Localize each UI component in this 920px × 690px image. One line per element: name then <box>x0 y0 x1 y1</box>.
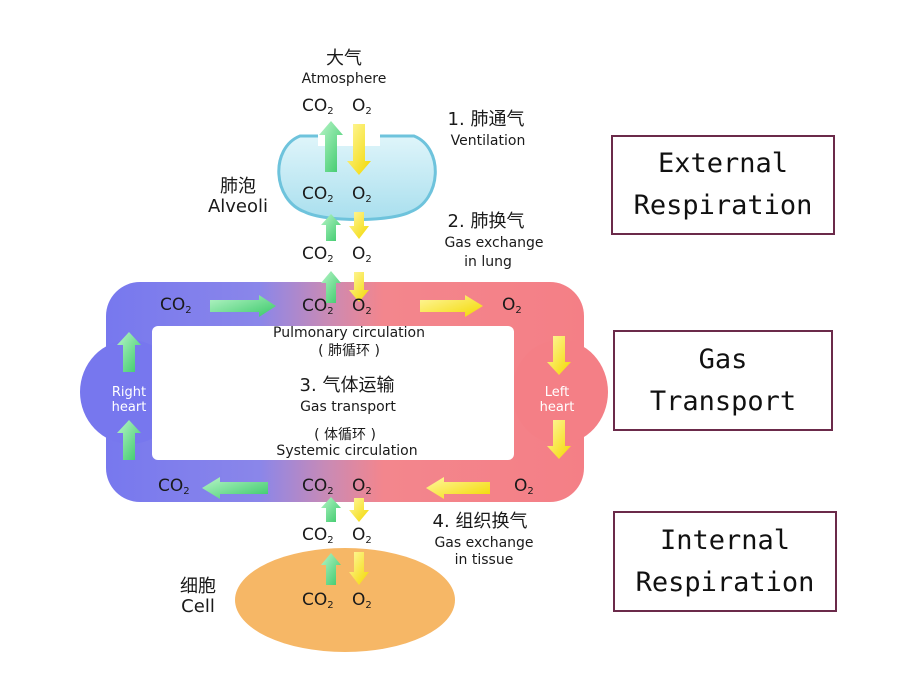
o2-label: O2 <box>352 296 372 317</box>
co2-arrow-up <box>319 121 343 172</box>
alveoli-label-zh: 肺泡 <box>220 176 256 197</box>
cell-label-zh: 细胞 <box>180 576 216 597</box>
co2-label: CO2 <box>302 476 334 497</box>
co2-label: CO2 <box>302 244 334 265</box>
cell-shape <box>235 548 455 652</box>
internal-respiration-box: Internal Respiration <box>613 511 837 612</box>
external-respiration-box: External Respiration <box>611 135 835 235</box>
systemic-circulation-zh: ( 体循环 ) <box>314 427 376 443</box>
alveoli-label-en: Alveoli <box>207 196 269 217</box>
co2-arrow-up <box>321 497 341 522</box>
co2-label: CO2 <box>302 525 334 546</box>
step-tissue-exchange-en2: in tissue <box>454 552 514 568</box>
co2-arrow-left <box>202 477 268 499</box>
right-heart-arrow-up <box>117 420 141 460</box>
co2-flow-arrows <box>202 295 276 499</box>
circulation-loop <box>80 282 608 502</box>
atmosphere-label-zh: 大气 <box>326 48 362 69</box>
o2-label: O2 <box>352 590 372 611</box>
step-lung-exchange-en2: in lung <box>464 254 512 270</box>
o2-label: O2 <box>352 525 372 546</box>
pulmonary-circulation-en: Pulmonary circulation <box>273 325 425 341</box>
gas-transport-box: Gas Transport <box>613 330 833 431</box>
o2-arrow-down <box>349 212 369 239</box>
co2-arrow-up <box>321 214 341 241</box>
step-tissue-exchange-en1: Gas exchange <box>434 535 534 551</box>
external-respiration-line1: External <box>657 148 789 179</box>
o2-arrow-down <box>349 498 369 522</box>
step-transport-zh: 3. 气体运输 <box>299 375 395 396</box>
left-heart-label: Left heart <box>539 385 575 415</box>
co2-arrow-right <box>210 295 276 317</box>
co2-label: CO2 <box>302 296 334 317</box>
o2-arrows <box>347 124 571 585</box>
co2-label: CO2 <box>160 295 192 316</box>
o2-arrow-down <box>349 272 369 302</box>
gas-transport-line2: Transport <box>649 385 797 417</box>
co2-arrow-up <box>321 553 341 585</box>
internal-respiration-line2: Respiration <box>635 566 815 598</box>
co2-arrows <box>117 121 343 585</box>
o2-label: O2 <box>502 295 522 316</box>
o2-arrow-down <box>349 552 369 585</box>
co2-label: CO2 <box>302 96 334 117</box>
left-heart-arrow-down <box>547 420 571 459</box>
co2-label: CO2 <box>158 476 190 497</box>
step-ventilation-en: Ventilation <box>450 133 526 149</box>
left-heart-arrow-down <box>547 336 571 375</box>
co2-label: CO2 <box>302 184 334 205</box>
external-respiration-line2: Respiration <box>633 190 813 221</box>
co2-label: CO2 <box>302 590 334 611</box>
o2-arrow-left <box>426 477 490 499</box>
systemic-circulation-en: Systemic circulation <box>276 443 418 459</box>
left-heart-shape <box>512 340 608 444</box>
step-lung-exchange-en1: Gas exchange <box>444 235 544 251</box>
step-tissue-exchange-zh: 4. 组织换气 <box>432 511 528 532</box>
o2-arrow-down <box>347 124 371 175</box>
gas-transport-line1: Gas <box>698 343 748 375</box>
o2-label: O2 <box>352 244 372 265</box>
o2-flow-arrows <box>420 295 490 499</box>
cell-label-en: Cell <box>181 596 215 617</box>
right-heart-label: Right heart <box>111 385 147 415</box>
o2-label: O2 <box>352 96 372 117</box>
co2-arrow-up <box>321 271 341 303</box>
atmosphere-label-en: Atmosphere <box>301 71 387 87</box>
o2-label: O2 <box>514 476 534 497</box>
o2-arrow-right <box>420 295 483 317</box>
right-heart-arrow-up <box>117 332 141 372</box>
step-ventilation-zh: 1. 肺通气 <box>447 109 525 130</box>
step-lung-exchange-zh: 2. 肺换气 <box>447 211 525 232</box>
internal-respiration-line1: Internal <box>659 524 791 556</box>
o2-label: O2 <box>352 184 372 205</box>
pulmonary-circulation-zh: ( 肺循环 ) <box>318 343 380 359</box>
step-transport-en: Gas transport <box>300 399 396 415</box>
o2-label: O2 <box>352 476 372 497</box>
